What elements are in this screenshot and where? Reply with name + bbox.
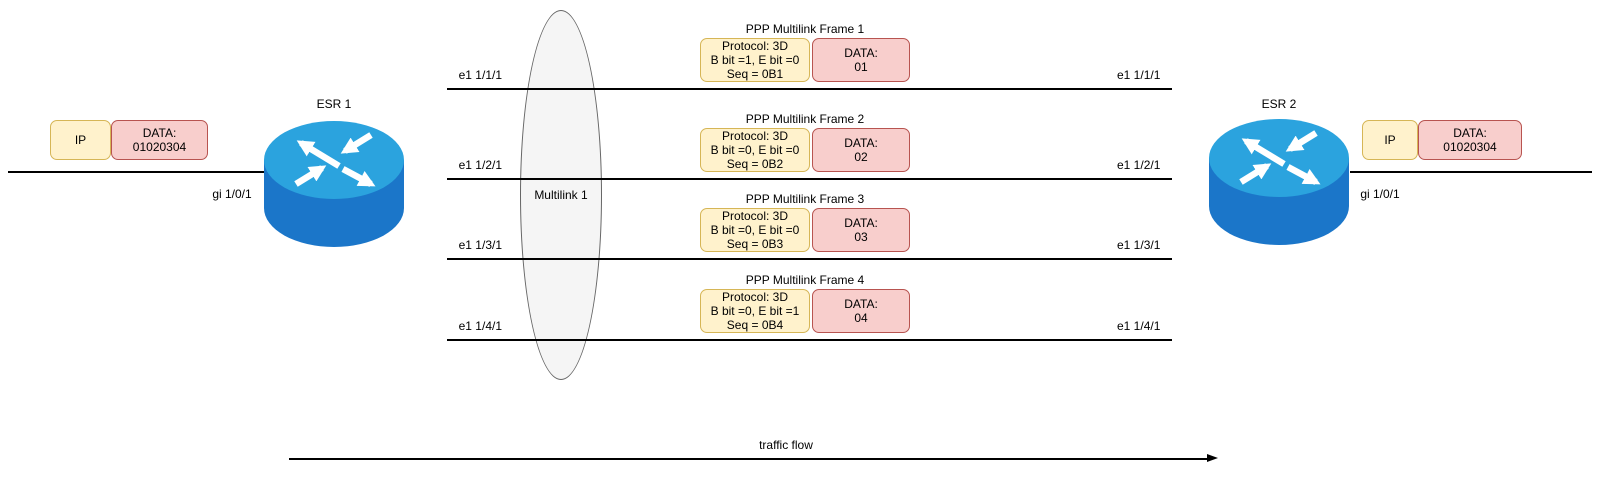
left-gi-interface-label: gi 1/0/1 <box>212 187 252 201</box>
left-ip-label: IP <box>74 133 87 147</box>
frame4-protocol-line2: B bit =0, E bit =1 <box>710 304 800 318</box>
right-access-line <box>1350 171 1592 173</box>
frame2-data-box: DATA: 02 <box>812 128 910 172</box>
link3-right-interface-label: e1 1/3/1 <box>1117 238 1161 252</box>
frame4-title: PPP Multilink Frame 4 <box>745 273 865 287</box>
right-ip-label: IP <box>1384 133 1396 147</box>
frame2-protocol-line1: Protocol: 3D <box>721 129 789 143</box>
frame3-title: PPP Multilink Frame 3 <box>745 192 865 206</box>
frame1-data-box: DATA: 01 <box>812 38 910 82</box>
frame2-protocol-box: Protocol: 3D B bit =0, E bit =0 Seq = 0B… <box>700 128 810 172</box>
frame2-data-line1: DATA: <box>844 136 878 150</box>
link1-left-interface-label: e1 1/1/1 <box>458 68 502 82</box>
link-line-3 <box>447 258 1172 260</box>
left-data-line2: 01020304 <box>132 140 187 154</box>
frame1-data-line1: DATA: <box>844 46 878 60</box>
frame4-data-line1: DATA: <box>844 297 878 311</box>
right-data-box: DATA: 01020304 <box>1418 120 1522 160</box>
left-access-line <box>8 171 265 173</box>
right-router-label: ESR 2 <box>1261 97 1297 111</box>
right-gi-interface-label: gi 1/0/1 <box>1360 187 1400 201</box>
frame4-data-box: DATA: 04 <box>812 289 910 333</box>
left-ip-box: IP <box>50 120 111 160</box>
frame3-data-box: DATA: 03 <box>812 208 910 252</box>
frame2-protocol-line2: B bit =0, E bit =0 <box>710 143 800 157</box>
frame1-title: PPP Multilink Frame 1 <box>745 22 865 36</box>
frame4-data-line2: 04 <box>854 311 868 325</box>
frame2-data-line2: 02 <box>854 150 868 164</box>
frame3-data-line1: DATA: <box>844 216 878 230</box>
frame2-protocol-line3: Seq = 0B2 <box>726 157 784 171</box>
router-icon-right <box>1209 119 1349 245</box>
link-line-1 <box>447 88 1172 90</box>
link-line-4 <box>447 339 1172 341</box>
left-router-label: ESR 1 <box>316 97 352 111</box>
link2-right-interface-label: e1 1/2/1 <box>1117 158 1161 172</box>
frame1-protocol-line3: Seq = 0B1 <box>726 67 784 81</box>
right-ip-box: IP <box>1362 120 1418 160</box>
link3-left-interface-label: e1 1/3/1 <box>458 238 502 252</box>
router-icon-left <box>264 121 404 247</box>
link2-left-interface-label: e1 1/2/1 <box>458 158 502 172</box>
left-data-line1: DATA: <box>142 126 177 140</box>
link1-right-interface-label: e1 1/1/1 <box>1117 68 1161 82</box>
frame3-protocol-line3: Seq = 0B3 <box>726 237 784 251</box>
traffic-flow-arrowhead-icon <box>1207 454 1218 462</box>
link-line-2 <box>447 178 1172 180</box>
traffic-flow-label: traffic flow <box>759 438 813 452</box>
frame4-protocol-box: Protocol: 3D B bit =0, E bit =1 Seq = 0B… <box>700 289 810 333</box>
frame3-protocol-box: Protocol: 3D B bit =0, E bit =0 Seq = 0B… <box>700 208 810 252</box>
left-data-box: DATA: 01020304 <box>111 120 208 160</box>
frame1-protocol-line1: Protocol: 3D <box>721 39 789 53</box>
frame2-title: PPP Multilink Frame 2 <box>745 112 865 126</box>
right-data-line2: 01020304 <box>1443 140 1497 154</box>
frame1-protocol-line2: B bit =1, E bit =0 <box>710 53 800 67</box>
multilink-ellipse <box>520 10 602 380</box>
multilink-label: Multilink 1 <box>534 188 588 202</box>
traffic-flow-line <box>289 458 1210 460</box>
frame3-data-line2: 03 <box>854 230 868 244</box>
right-data-line1: DATA: <box>1453 126 1487 140</box>
frame3-protocol-line1: Protocol: 3D <box>721 209 789 223</box>
frame1-protocol-box: Protocol: 3D B bit =1, E bit =0 Seq = 0B… <box>700 38 810 82</box>
frame1-data-line2: 01 <box>854 60 868 74</box>
frame4-protocol-line3: Seq = 0B4 <box>726 318 784 332</box>
frame4-protocol-line1: Protocol: 3D <box>721 290 789 304</box>
link4-left-interface-label: e1 1/4/1 <box>458 319 502 333</box>
link4-right-interface-label: e1 1/4/1 <box>1117 319 1161 333</box>
frame3-protocol-line2: B bit =0, E bit =0 <box>710 223 800 237</box>
